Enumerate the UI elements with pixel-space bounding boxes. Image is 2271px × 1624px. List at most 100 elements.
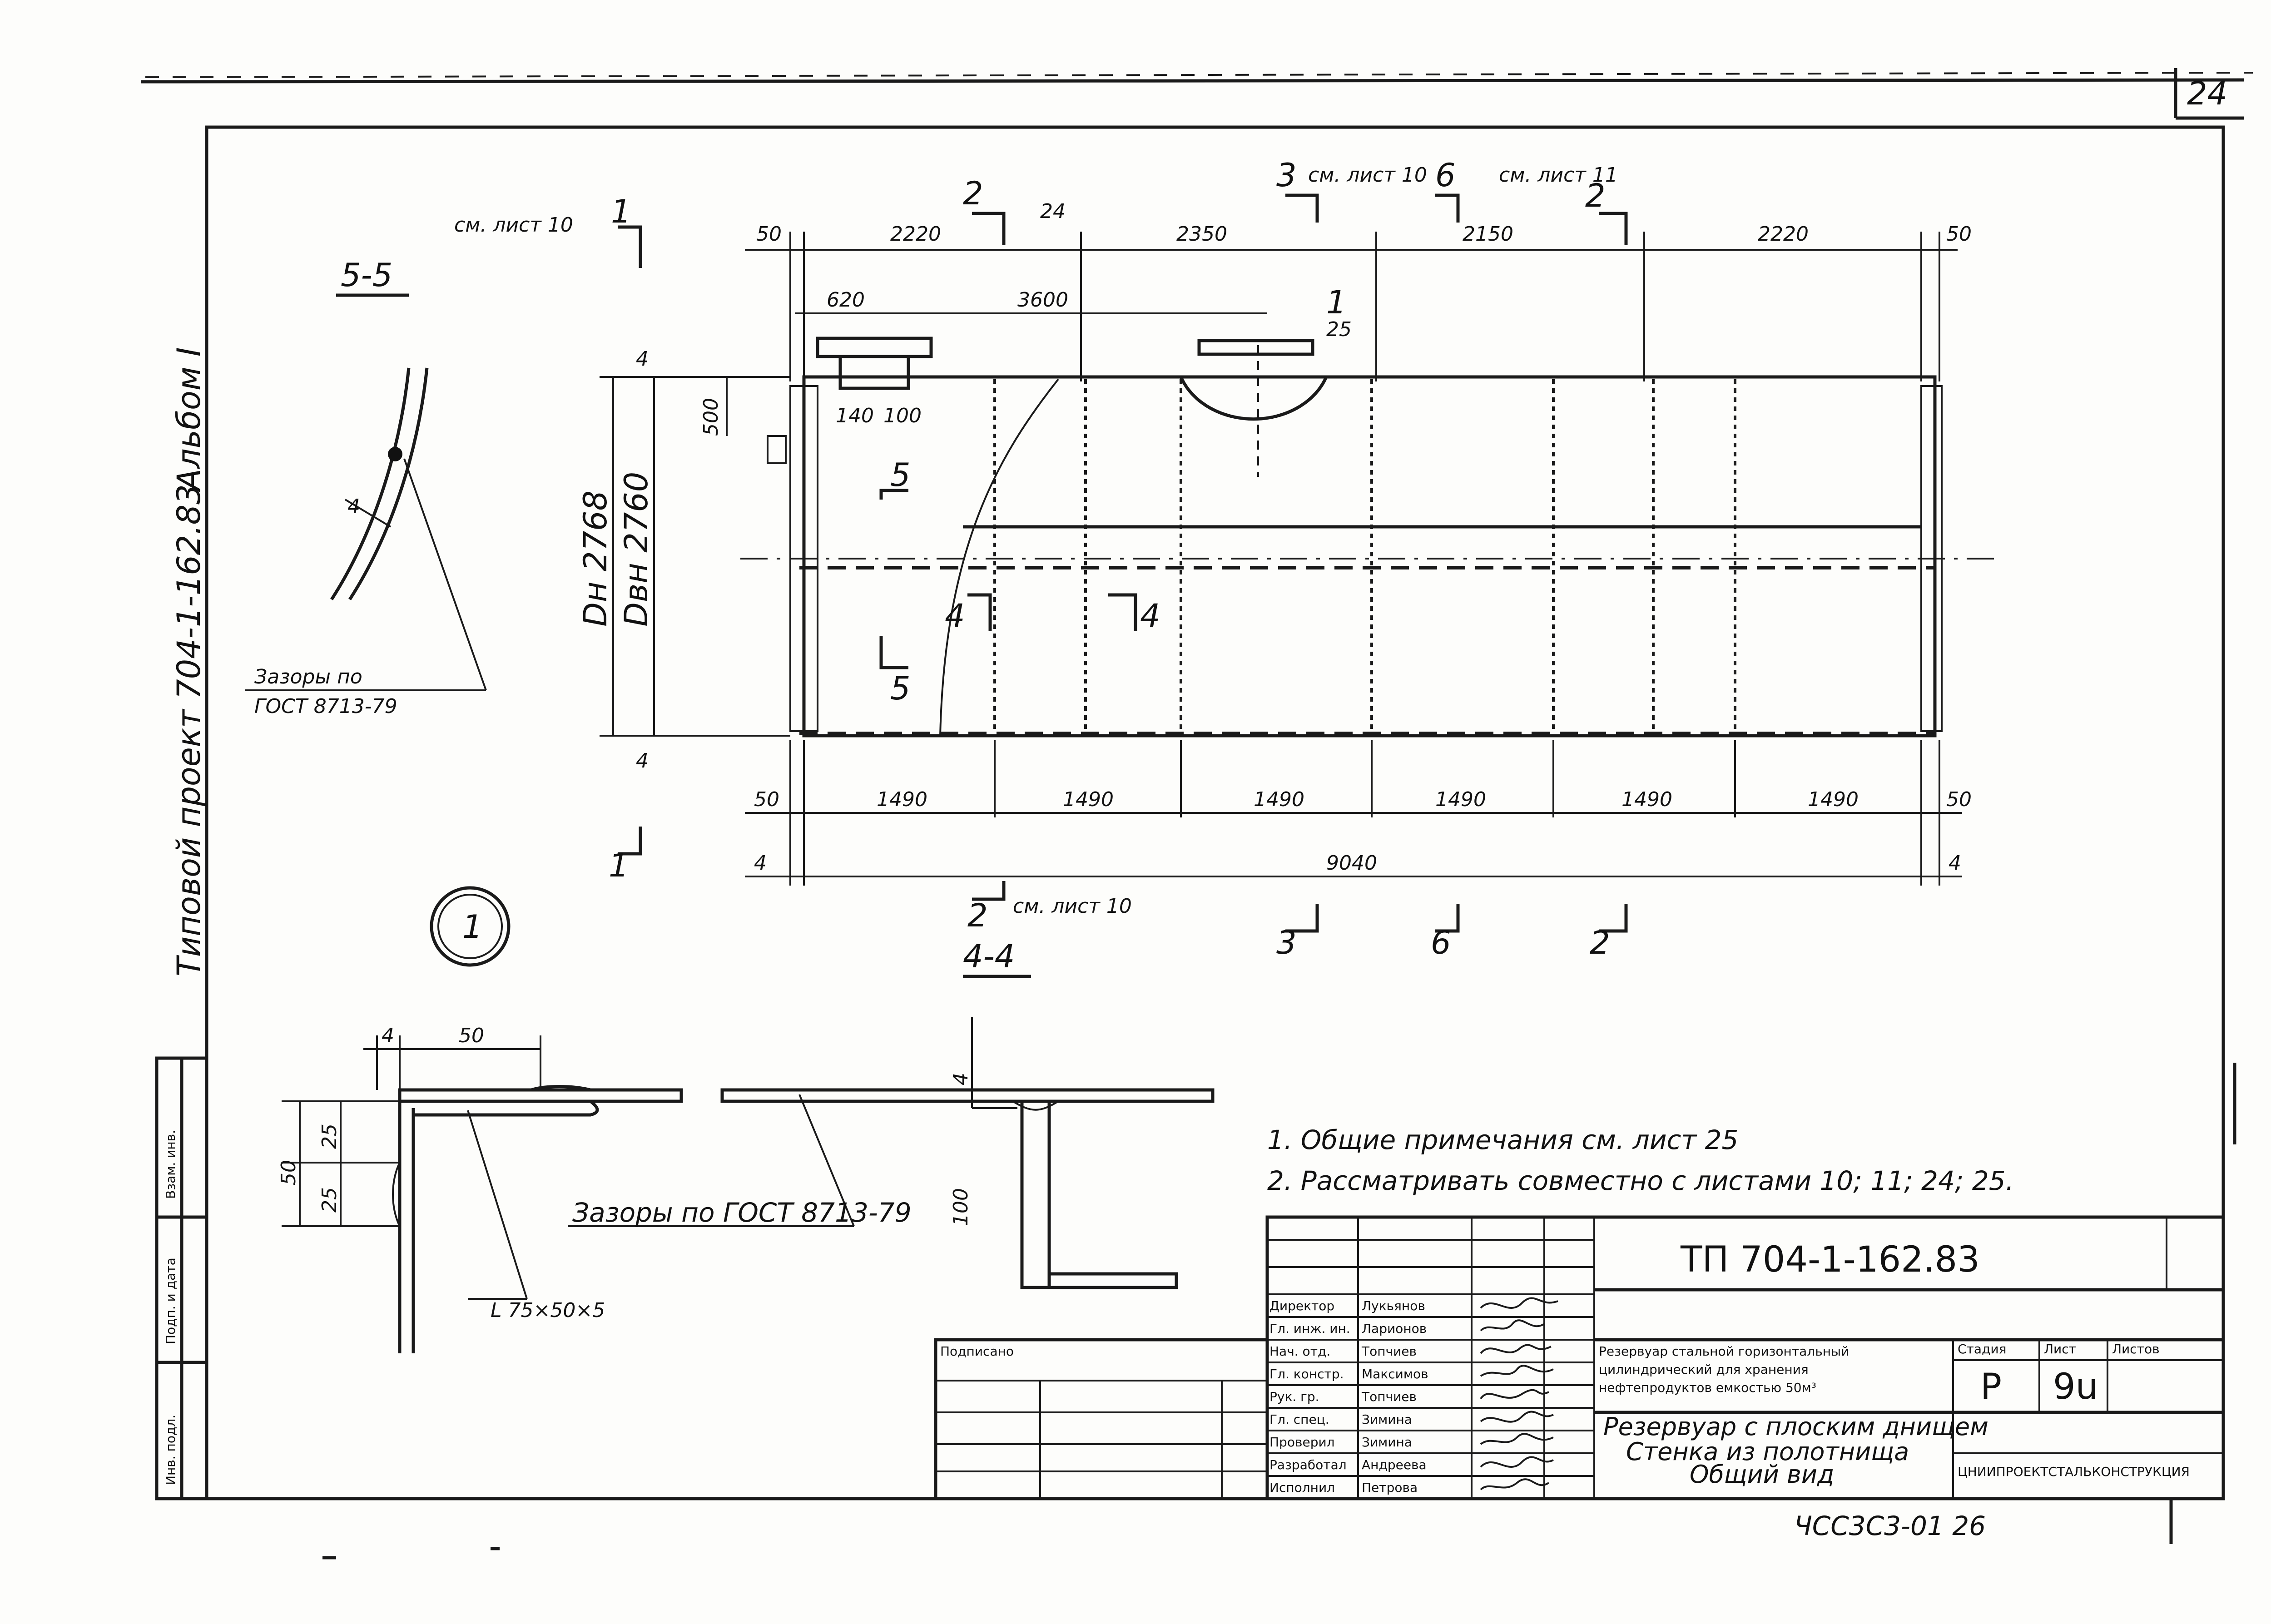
manhole-cutout (1179, 376, 1328, 421)
mark-2-bottom-right: 2 (1590, 924, 1610, 961)
top-dimension-chain (745, 232, 1958, 381)
mark-2-top-right: 2 (1585, 177, 1606, 214)
tb-name-5: Топчиев (1361, 1389, 1417, 1404)
note-2: 2. Рассматривать совместно с листами 10;… (1267, 1165, 2014, 1196)
diameter-inner: Dвн 2760 (618, 472, 655, 627)
mark-4-right: 4 (1140, 597, 1160, 634)
bottom-dim-6: 1490 (1621, 788, 1672, 811)
end-dim-right: 4 (1949, 852, 1961, 875)
tb-sheets-header: Листов (2112, 1342, 2160, 1357)
mark-24: 24 (1040, 200, 1066, 223)
vdim-bottom: 4 (636, 749, 649, 772)
tb-sheet-header: Лист (2044, 1342, 2076, 1357)
vdim-500: 500 (699, 398, 723, 436)
ref-left: см. лист 10 (454, 213, 573, 237)
tb-title-3: Общий вид (1690, 1460, 1834, 1489)
bottom-dim-4: 1490 (1254, 788, 1304, 811)
tb-role-1: Директор (1269, 1298, 1334, 1313)
lug (767, 435, 787, 464)
mark-5-top: 5 (890, 456, 911, 494)
sub-dim-1: 620 (827, 288, 865, 312)
section-4-4-dim-2: 50 (459, 1024, 484, 1047)
bottom-dim-7: 1490 (1808, 788, 1859, 811)
footer-code: ЧСС3С3-01 26 (1794, 1510, 1986, 1541)
section-4-4-gap-note: Зазоры по ГОСТ 8713-79 (572, 1197, 912, 1228)
tb-project-code: ТП 704-1-162.83 (1680, 1239, 1980, 1280)
top-dim-6: 50 (1946, 223, 1972, 246)
side-stamp (155, 1056, 208, 1500)
tb-name-1: Лукьянов (1362, 1298, 1425, 1313)
note-1: 1. Общие примечания см. лист 25 (1267, 1124, 1738, 1155)
top-dim-2: 2220 (890, 223, 941, 246)
mark-1-manhole: 1 (1326, 284, 1347, 321)
tb-object-desc-2: цилиндрический для хранения (1599, 1362, 1809, 1377)
sub-dim-2: 3600 (1017, 288, 1068, 312)
section-4-4-title: 4-4 (963, 938, 1015, 975)
tb-name-3: Топчиев (1361, 1344, 1417, 1359)
shell-outline (802, 375, 1937, 738)
section-markers (618, 193, 1628, 933)
bottom-dimension-chain (745, 740, 1962, 886)
section-5-5 (245, 293, 487, 691)
tb-role-2: Гл. инж. ин. (1269, 1321, 1350, 1336)
position-circle (430, 886, 511, 967)
circle-mark-label: 1 (462, 908, 483, 946)
side-stamp-2: Подп. и дата (163, 1258, 178, 1344)
end-dim-left: 4 (754, 852, 767, 875)
manhole-cover (1197, 339, 1314, 356)
tb-name-8: Андреева (1362, 1457, 1427, 1472)
sheet-trim-lines (140, 68, 2253, 120)
mark-ref-11: см. лист 11 (1499, 163, 1618, 187)
vdim-top: 4 (636, 347, 649, 371)
section-5-5-note-1: Зазоры по (254, 665, 362, 688)
tb-name-4: Максимов (1362, 1367, 1428, 1381)
mark-1-top: 1 (611, 193, 631, 230)
tb-name-6: Зимина (1362, 1412, 1412, 1427)
top-dim-3: 2350 (1176, 223, 1227, 246)
tb-organization: ЦНИИПРОЕКТСТАЛЬКОНСТРУКЦИЯ (1958, 1464, 2190, 1479)
mark-3-bottom: 3 (1276, 924, 1297, 961)
project-label: Типовой проект 704-1-162.83 (170, 484, 208, 976)
tb-title-1: Резервуар с плоским днищем (1603, 1412, 1988, 1441)
title-block (934, 1215, 2225, 1500)
shell-general-view (740, 337, 1998, 738)
section-5-5-note-2: ГОСТ 8713-79 (254, 695, 397, 718)
page-number: 24 (2187, 75, 2227, 112)
mark-1-bottom: 1 (609, 847, 629, 884)
album-label: Альбом I (170, 347, 208, 492)
section-4-4-dim-1: 4 (382, 1024, 394, 1047)
tb-role-7: Проверил (1269, 1435, 1335, 1450)
tb-name-7: Зимина (1362, 1435, 1412, 1450)
bottom-dim-5: 1490 (1435, 788, 1486, 811)
scan-marks (322, 1063, 2236, 1560)
section-4-4-dim-6: 4 (949, 1073, 972, 1085)
tb-name-9: Петрова (1362, 1480, 1418, 1495)
tb-object-desc-1: Резервуар стальной горизонтальный (1599, 1344, 1849, 1359)
mark-ref-10: см. лист 10 (1308, 163, 1427, 187)
tb-role-5: Рук. гр. (1269, 1389, 1319, 1404)
side-stamp-3: Инв. подл. (163, 1415, 178, 1485)
tb-title-2: Стенка из полотнища (1626, 1437, 1909, 1466)
section-4-4-dim-7: 100 (949, 1188, 972, 1226)
tb-role-9: Исполнил (1269, 1480, 1335, 1495)
section-5-5-dim: 4 (347, 495, 360, 518)
section-4-4-dim-5: 25 (318, 1187, 341, 1213)
bottom-dim-2: 1490 (877, 788, 927, 811)
tb-name-2: Ларионов (1362, 1321, 1427, 1336)
side-stamp-1: Взам. инв. (163, 1130, 178, 1199)
mark-2-bottom: 2 (967, 897, 988, 934)
total-length: 9040 (1326, 852, 1377, 875)
section-4-4 (282, 975, 1215, 1353)
section-4-4-dim-3: 50 (277, 1160, 300, 1185)
mark-6-bottom: 6 (1431, 924, 1451, 961)
tb-stage-header: Стадия (1958, 1342, 2006, 1357)
tb-left-label: Подписано (940, 1344, 1014, 1359)
nozzle-dim-1: 140 (836, 404, 874, 427)
tb-role-8: Разработал (1269, 1457, 1347, 1472)
top-dim-5: 2220 (1758, 223, 1809, 246)
bottom-dim-3: 1490 (1063, 788, 1114, 811)
section-4-4-angle-label: L 75×50×5 (491, 1299, 605, 1322)
mark-25: 25 (1326, 318, 1352, 341)
